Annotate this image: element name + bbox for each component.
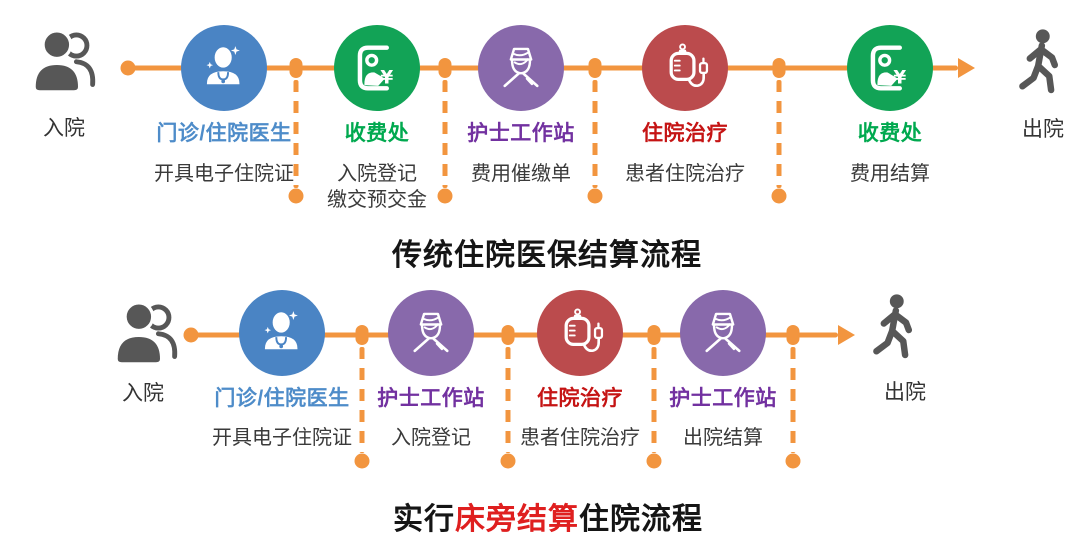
flow1-entry-label: 入院 — [43, 117, 85, 140]
flow2-start-dot — [183, 327, 199, 343]
admission-patients-icon — [26, 26, 104, 104]
iv-drip-icon — [659, 42, 711, 94]
step-detail: 入院登记 缴交预交金 — [327, 163, 427, 212]
connector-end-dot — [587, 188, 603, 204]
discharge-walking-icon — [868, 293, 920, 367]
flow1-step-circle-doctor — [181, 25, 267, 111]
admission-patients-icon — [108, 298, 186, 376]
connector-end-dot — [785, 453, 801, 469]
step-role: 住院治疗 — [537, 387, 623, 410]
flow2-entry-label: 入院 — [122, 382, 164, 405]
nurse-icon — [495, 42, 547, 94]
cashier-icon — [351, 42, 403, 94]
flow2-arrow-head — [838, 325, 855, 345]
step-detail: 患者住院治疗 — [520, 427, 640, 449]
flow2-title-suffix: 住院流程 — [579, 503, 703, 536]
step-detail: 费用催缴单 — [471, 163, 571, 185]
doctor-icon — [198, 42, 250, 94]
flow1-start-dot — [120, 60, 136, 76]
flow2-step-circle-nurse2 — [680, 290, 766, 376]
junction-dot — [588, 58, 602, 78]
flow2-step-circle-doctor — [239, 290, 325, 376]
dashed-connector — [651, 347, 657, 453]
junction-dot — [438, 58, 452, 78]
junction-dot — [355, 325, 369, 345]
junction-dot — [289, 58, 303, 78]
cashier-icon — [864, 42, 916, 94]
step-detail: 出院结算 — [683, 427, 763, 449]
flow2-line — [191, 332, 838, 338]
step-role: 收费处 — [857, 122, 923, 145]
step-role: 护士工作站 — [377, 387, 485, 410]
step-role: 住院治疗 — [642, 122, 728, 145]
connector-end-dot — [771, 188, 787, 204]
dashed-connector — [359, 347, 365, 453]
flow1-exit-label: 出院 — [1022, 118, 1064, 141]
step-detail: 入院登记 — [391, 427, 471, 449]
connector-end-dot — [354, 453, 370, 469]
doctor-icon — [256, 307, 308, 359]
step-detail: 开具电子住院证 — [212, 427, 352, 449]
flow1-step-circle-nurse — [478, 25, 564, 111]
connector-end-dot — [437, 188, 453, 204]
step-detail: 患者住院治疗 — [625, 163, 745, 185]
discharge-walking-icon — [1014, 28, 1066, 102]
step-role: 护士工作站 — [467, 122, 575, 145]
dashed-connector — [776, 80, 782, 188]
flow1-arrow-head — [958, 58, 975, 78]
flow1-title: 传统住院医保结算流程 — [392, 239, 702, 272]
connector-end-dot — [288, 188, 304, 204]
junction-dot — [647, 325, 661, 345]
dashed-connector — [442, 80, 448, 188]
step-role: 护士工作站 — [669, 387, 777, 410]
connector-end-dot — [500, 453, 516, 469]
flow1-step-circle-cashier2 — [847, 25, 933, 111]
nurse-icon — [697, 307, 749, 359]
iv-drip-icon — [554, 307, 606, 359]
step-detail: 开具电子住院证 — [154, 163, 294, 185]
junction-dot — [501, 325, 515, 345]
connector-end-dot — [646, 453, 662, 469]
flow2-step-circle-nurse — [388, 290, 474, 376]
junction-dot — [772, 58, 786, 78]
dashed-connector — [293, 80, 299, 188]
flow2-title: 实行床旁结算住院流程 — [393, 494, 703, 538]
flow2-title-highlight: 床旁结算 — [455, 503, 579, 536]
step-detail: 费用结算 — [850, 163, 930, 185]
step-role: 门诊/住院医生 — [214, 387, 350, 410]
flow1-step-circle-iv — [642, 25, 728, 111]
flow2-exit-label: 出院 — [884, 381, 926, 404]
flow2-step-circle-iv — [537, 290, 623, 376]
step-role: 收费处 — [344, 122, 410, 145]
step-role: 门诊/住院医生 — [156, 122, 292, 145]
nurse-icon — [405, 307, 457, 359]
flow2-title-prefix: 实行 — [393, 503, 455, 536]
junction-dot — [786, 325, 800, 345]
dashed-connector — [592, 80, 598, 188]
flow1-step-circle-cashier — [334, 25, 420, 111]
dashed-connector — [505, 347, 511, 453]
dashed-connector — [790, 347, 796, 453]
